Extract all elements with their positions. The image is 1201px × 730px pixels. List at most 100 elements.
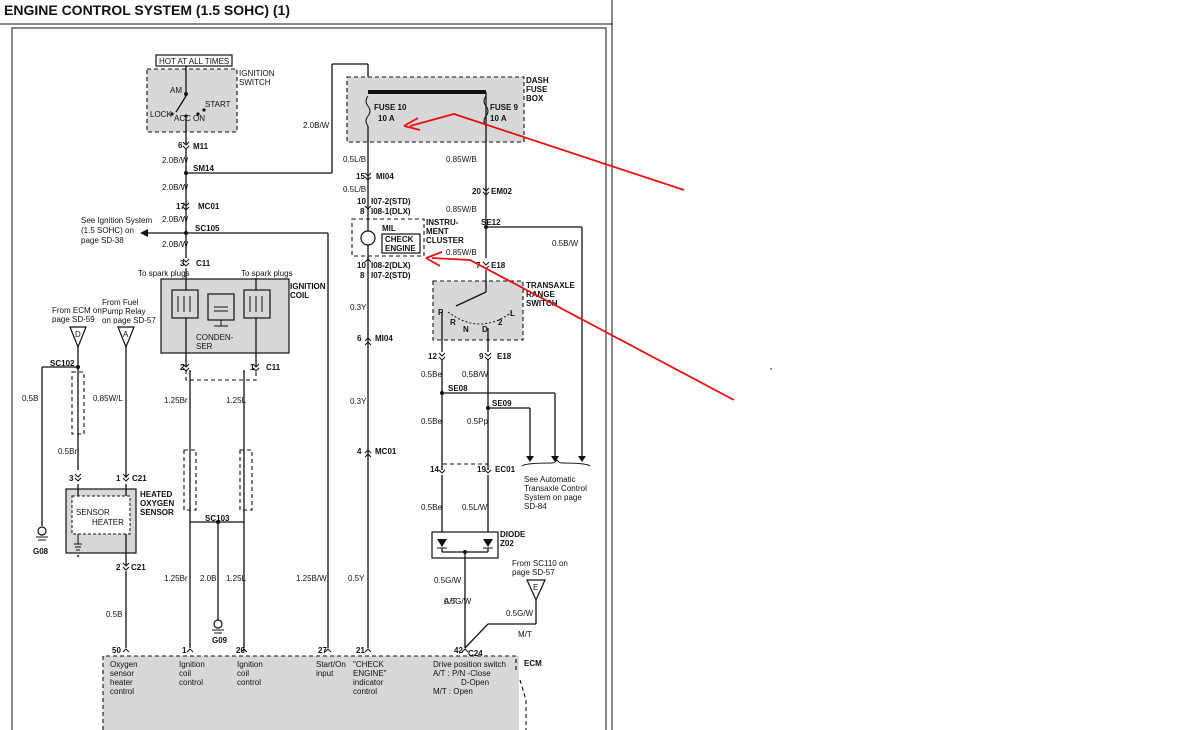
svg-text:heater: heater: [110, 678, 133, 687]
svg-text:BOX: BOX: [526, 94, 544, 103]
svg-text:3: 3: [69, 474, 74, 483]
svg-text:indicator: indicator: [353, 678, 384, 687]
page-border: [11, 27, 607, 730]
svg-text:4: 4: [357, 447, 362, 456]
svg-text:START: START: [205, 100, 231, 109]
svg-text:0.5Y: 0.5Y: [348, 574, 365, 583]
svg-text:0.5G/W: 0.5G/W: [444, 597, 472, 606]
svg-text:control: control: [237, 678, 261, 687]
svg-text:coil: coil: [237, 669, 249, 678]
svg-text:0.85W/B: 0.85W/B: [446, 155, 477, 164]
stray-dot: [770, 368, 772, 370]
svg-text:6: 6: [357, 334, 362, 343]
svg-text:C21: C21: [132, 474, 147, 483]
svg-text:C21: C21: [131, 563, 146, 572]
svg-text:SWITCH: SWITCH: [526, 299, 558, 308]
svg-text:SE09: SE09: [492, 399, 512, 408]
svg-text:SC102: SC102: [50, 359, 75, 368]
svg-text:20: 20: [236, 646, 245, 655]
svg-text:27: 27: [318, 646, 327, 655]
ignition-coil: To spark plugs To spark plugs IGNITION C…: [138, 268, 326, 366]
svg-text:0.5Br: 0.5Br: [58, 447, 77, 456]
fuse-10-label: FUSE 10: [374, 103, 407, 112]
svg-text:SM14: SM14: [193, 164, 214, 173]
svg-text:A/T : P/N -Close: A/T : P/N -Close: [433, 669, 491, 678]
svg-text:ECM: ECM: [524, 659, 542, 668]
svg-text:E: E: [533, 583, 538, 592]
svg-text:0.5L/B: 0.5L/B: [343, 155, 366, 164]
svg-text:2: 2: [180, 363, 185, 372]
svg-text:1: 1: [250, 363, 255, 372]
svg-text:DASH: DASH: [526, 76, 549, 85]
svg-text:"CHECK: "CHECK: [353, 660, 385, 669]
svg-text:17: 17: [176, 202, 185, 211]
svg-text:19: 19: [477, 465, 486, 474]
svg-text:EC01: EC01: [495, 465, 516, 474]
svg-text:RANGE: RANGE: [526, 290, 556, 299]
svg-text:M/T : Open: M/T : Open: [433, 687, 473, 696]
svg-text:I07-2(STD): I07-2(STD): [371, 197, 411, 206]
svg-text:10 A: 10 A: [490, 114, 507, 123]
svg-text:C11: C11: [196, 259, 211, 268]
svg-text:2.0B: 2.0B: [200, 574, 216, 583]
svg-text:SD-84: SD-84: [524, 502, 547, 511]
svg-text:8: 8: [360, 271, 365, 280]
svg-text:SC103: SC103: [205, 514, 230, 523]
svg-text:10: 10: [357, 261, 366, 270]
svg-text:1: 1: [182, 646, 187, 655]
svg-text:From Fuel: From Fuel: [102, 298, 139, 307]
svg-text:E18: E18: [491, 261, 506, 270]
svg-text:1.25B/W: 1.25B/W: [296, 574, 327, 583]
fuse-9-label: FUSE 9: [490, 103, 519, 112]
svg-text:coil: coil: [179, 669, 191, 678]
svg-text:INSTRU-: INSTRU-: [426, 218, 459, 227]
svg-text:0.85W/B: 0.85W/B: [446, 205, 477, 214]
svg-text:0.5L/W: 0.5L/W: [462, 503, 488, 512]
svg-text:0.5G/W: 0.5G/W: [434, 576, 462, 585]
svg-text:2.0B/W: 2.0B/W: [162, 183, 189, 192]
svg-text:Ignition: Ignition: [237, 660, 263, 669]
svg-text:DIODE: DIODE: [500, 530, 526, 539]
svg-text:Start/On: Start/On: [316, 660, 346, 669]
svg-text:9: 9: [479, 352, 484, 361]
svg-text:IGNITION: IGNITION: [239, 69, 275, 78]
svg-text:2.0B/W: 2.0B/W: [303, 121, 330, 130]
svg-text:SENSOR: SENSOR: [140, 508, 174, 517]
svg-text:10 A: 10 A: [378, 114, 395, 123]
svg-text:SE08: SE08: [448, 384, 468, 393]
svg-text:MI04: MI04: [376, 172, 394, 181]
svg-text:0.85W/B: 0.85W/B: [446, 248, 477, 257]
svg-text:L: L: [510, 309, 515, 318]
svg-text:0.3Y: 0.3Y: [350, 397, 367, 406]
svg-text:D: D: [482, 325, 488, 334]
svg-text:page SD-57: page SD-57: [512, 568, 555, 577]
svg-text:M11: M11: [193, 142, 209, 151]
svg-text:AM: AM: [170, 86, 182, 95]
svg-text:0.5B/W: 0.5B/W: [462, 370, 489, 379]
svg-text:on page SD-57: on page SD-57: [102, 316, 156, 325]
svg-text:input: input: [316, 669, 334, 678]
svg-text:LOCK: LOCK: [150, 110, 172, 119]
dash-fuse-box: DASH FUSE BOX FUSE 10 10 A FUSE 9 10 A: [346, 76, 549, 258]
svg-text:See Ignition System: See Ignition System: [81, 216, 152, 225]
svg-text:Oxygen: Oxygen: [110, 660, 138, 669]
svg-text:2.0B/W: 2.0B/W: [162, 215, 189, 224]
transaxle-circuit: 0.85W/B 20 EM02 0.85W/B SE12 0.5B/W 0.85…: [421, 155, 591, 649]
svg-text:SWITCH: SWITCH: [239, 78, 271, 87]
svg-text:Z02: Z02: [500, 539, 514, 548]
svg-text:R: R: [450, 318, 456, 327]
svg-text:MIL: MIL: [382, 224, 396, 233]
svg-text:From ECM on: From ECM on: [52, 306, 102, 315]
svg-text:0.5Be: 0.5Be: [421, 370, 442, 379]
svg-text:MC01: MC01: [375, 447, 397, 456]
coil-outputs: 2 1 C11 1.25Br 1.25L SC103 G09 1.25Br 2.…: [164, 363, 327, 648]
svg-text:System on page: System on page: [524, 493, 582, 502]
at-label: A/T: [444, 597, 457, 606]
red-annotation-arrows: [403, 113, 735, 401]
svg-text:CLUSTER: CLUSTER: [426, 236, 464, 245]
svg-text:COIL: COIL: [290, 291, 309, 300]
svg-text:MENT: MENT: [426, 227, 449, 236]
svg-text:M/T: M/T: [518, 630, 532, 639]
svg-text:8: 8: [360, 207, 365, 216]
svg-text:D-Open: D-Open: [461, 678, 489, 687]
